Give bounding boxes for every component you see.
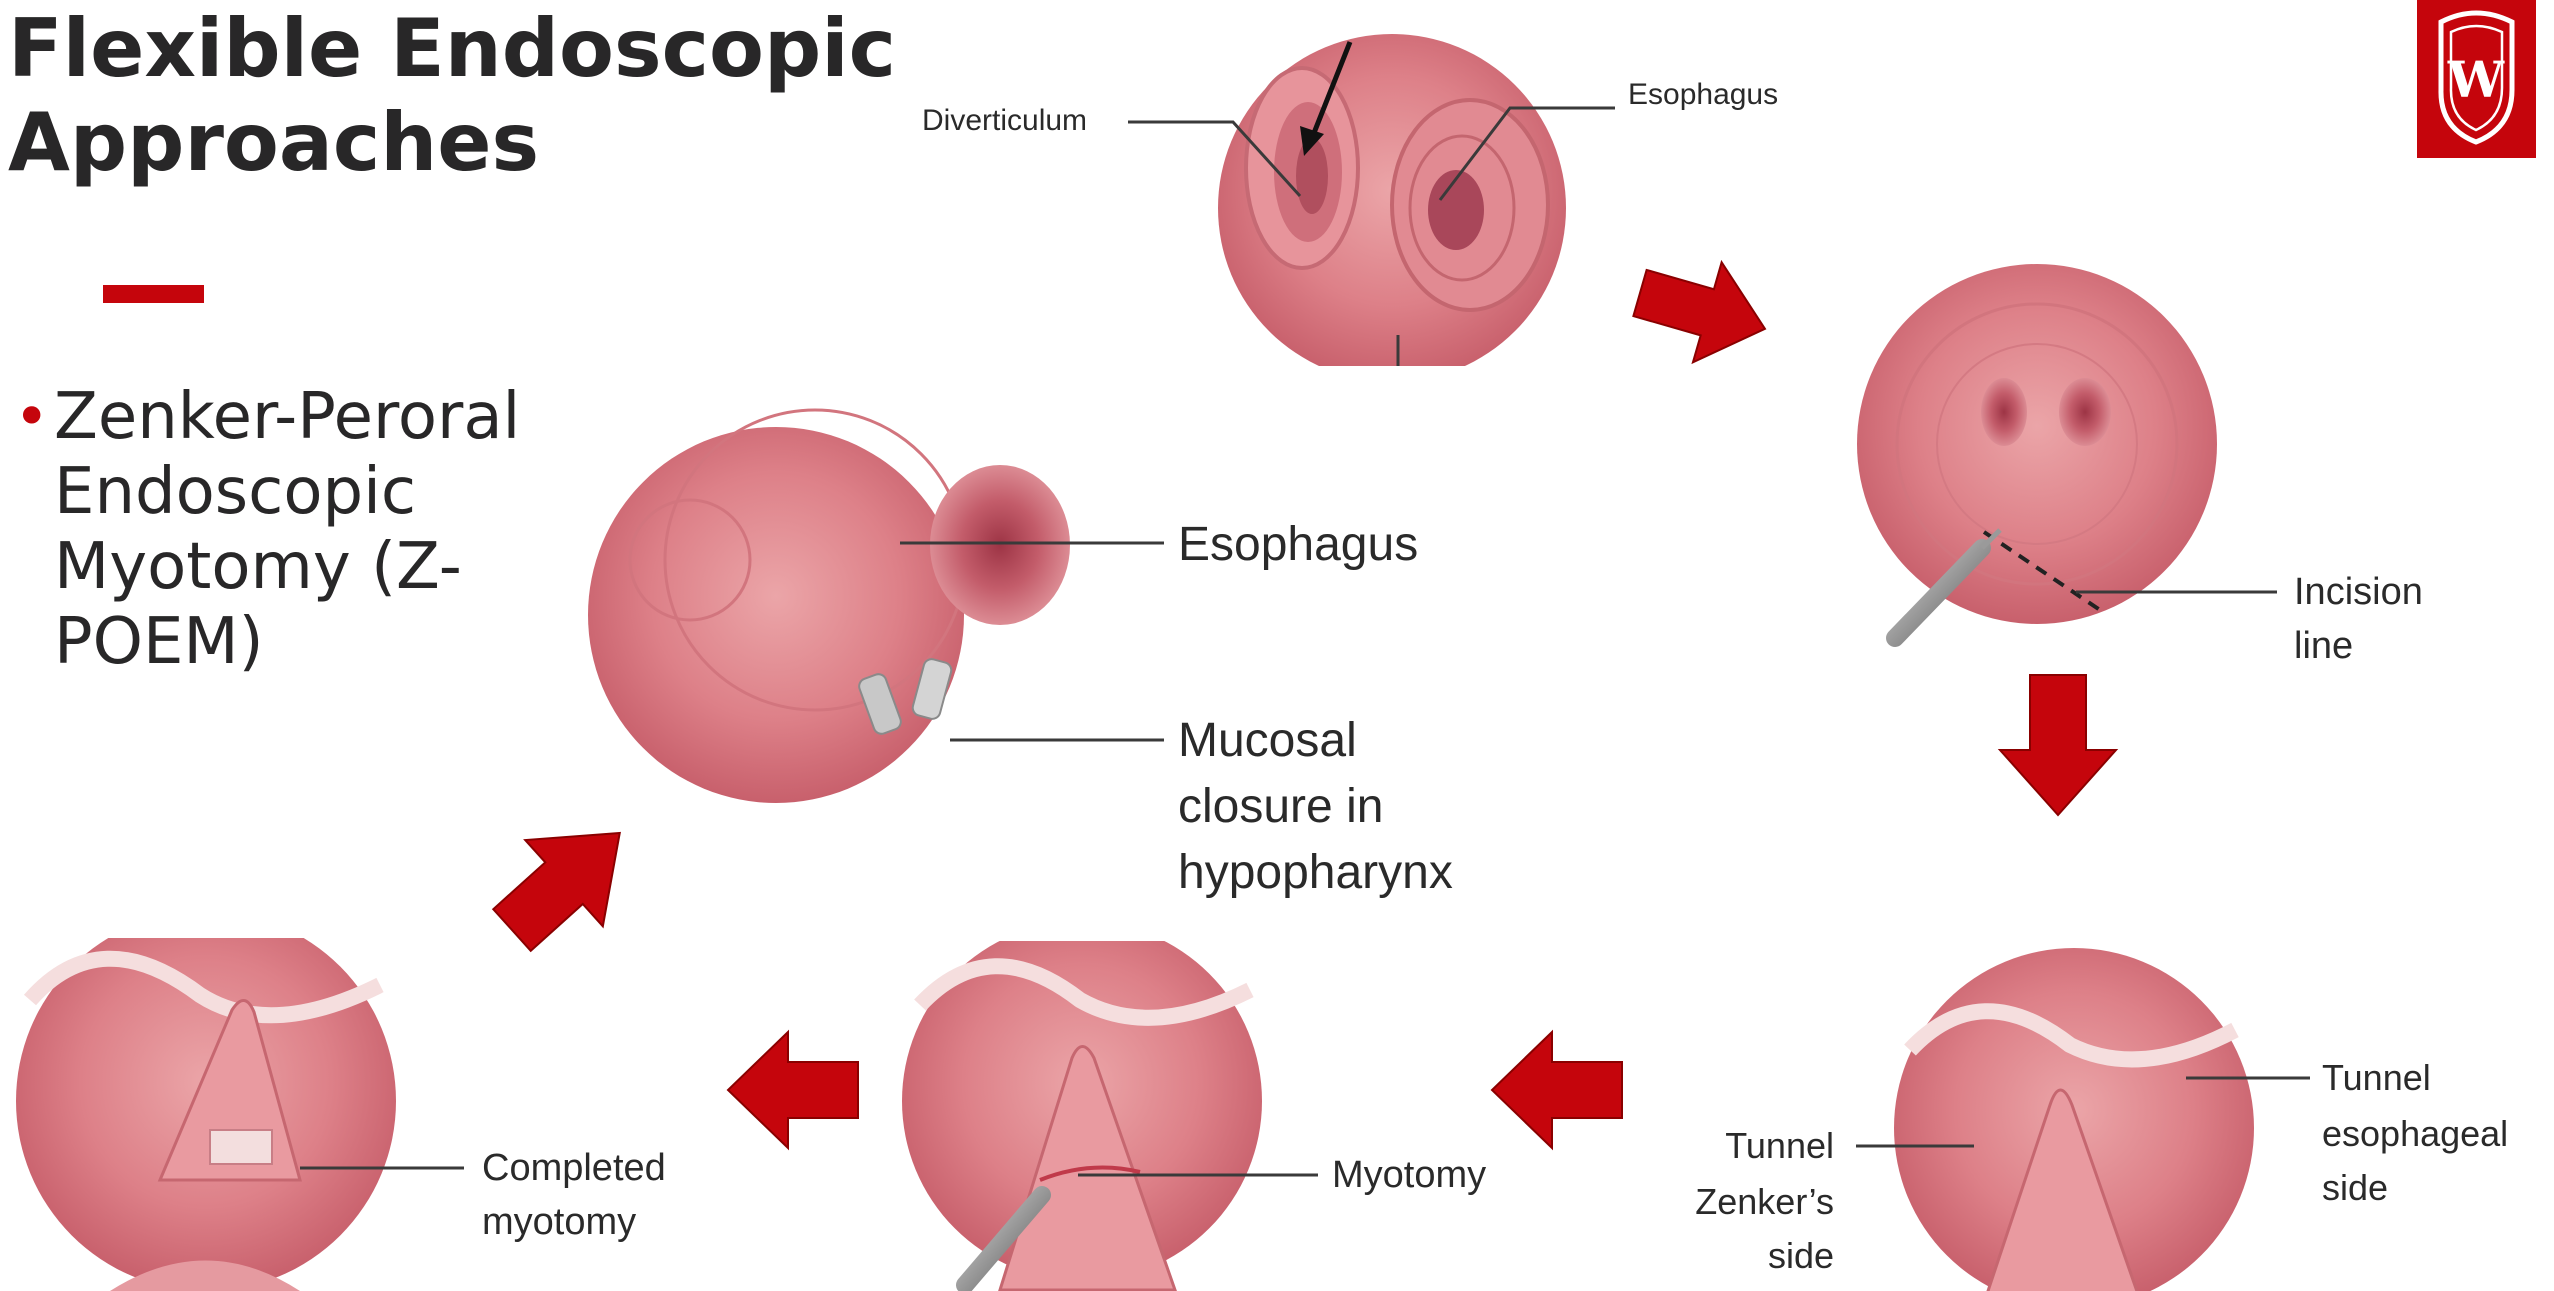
label-myotomy: Myotomy <box>1332 1154 1486 1196</box>
panel-step4: Myotomy <box>880 905 1486 1290</box>
step6-endoscopic-view <box>588 427 964 803</box>
label-tunnel-eso-line1: Tunnel <box>2322 1057 2431 1098</box>
label-tunnel-eso-line3: side <box>2322 1167 2388 1208</box>
label-tunnel-zenker-line3: side <box>1768 1235 1834 1276</box>
panel-step5: Completed myotomy <box>0 896 666 1291</box>
label-closure-line3: hypopharynx <box>1178 846 1453 899</box>
panel-step1: Diverticulum Esophagus <box>922 34 1778 406</box>
label-diverticulum: Diverticulum <box>922 104 1087 137</box>
arrow-step1-to-step2 <box>1626 243 1780 379</box>
arrow-step4-to-step5 <box>728 1032 858 1148</box>
label-tunnel-zenker-line2: Zenker’s <box>1695 1181 1834 1222</box>
panel-step6: Esophagus Mucosal closure in hypopharynx <box>588 410 1453 899</box>
label-completed-line2: myotomy <box>482 1201 636 1243</box>
arrow-step3-to-step4 <box>1492 1032 1622 1148</box>
label-incision-line1: Incision <box>2294 571 2423 613</box>
label-esophagus-closure: Esophagus <box>1178 518 1418 571</box>
arrow-step5-to-step6 <box>473 790 658 973</box>
label-closure-line1: Mucosal <box>1178 714 1357 767</box>
label-completed-line1: Completed <box>482 1147 666 1189</box>
label-incision-line2: line <box>2294 625 2353 667</box>
arrow-step2-to-step3 <box>2000 675 2116 815</box>
panel-step3: Tunnel Zenker’s side Tunnel esophageal s… <box>1695 948 2508 1291</box>
label-tunnel-zenker-line1: Tunnel <box>1725 1125 1834 1166</box>
label-tunnel-eso-line2: esophageal <box>2322 1113 2508 1154</box>
label-esophagus-top: Esophagus <box>1628 78 1778 111</box>
panel-step2: Incision line <box>1857 264 2423 667</box>
label-closure-line2: closure in <box>1178 780 1383 833</box>
